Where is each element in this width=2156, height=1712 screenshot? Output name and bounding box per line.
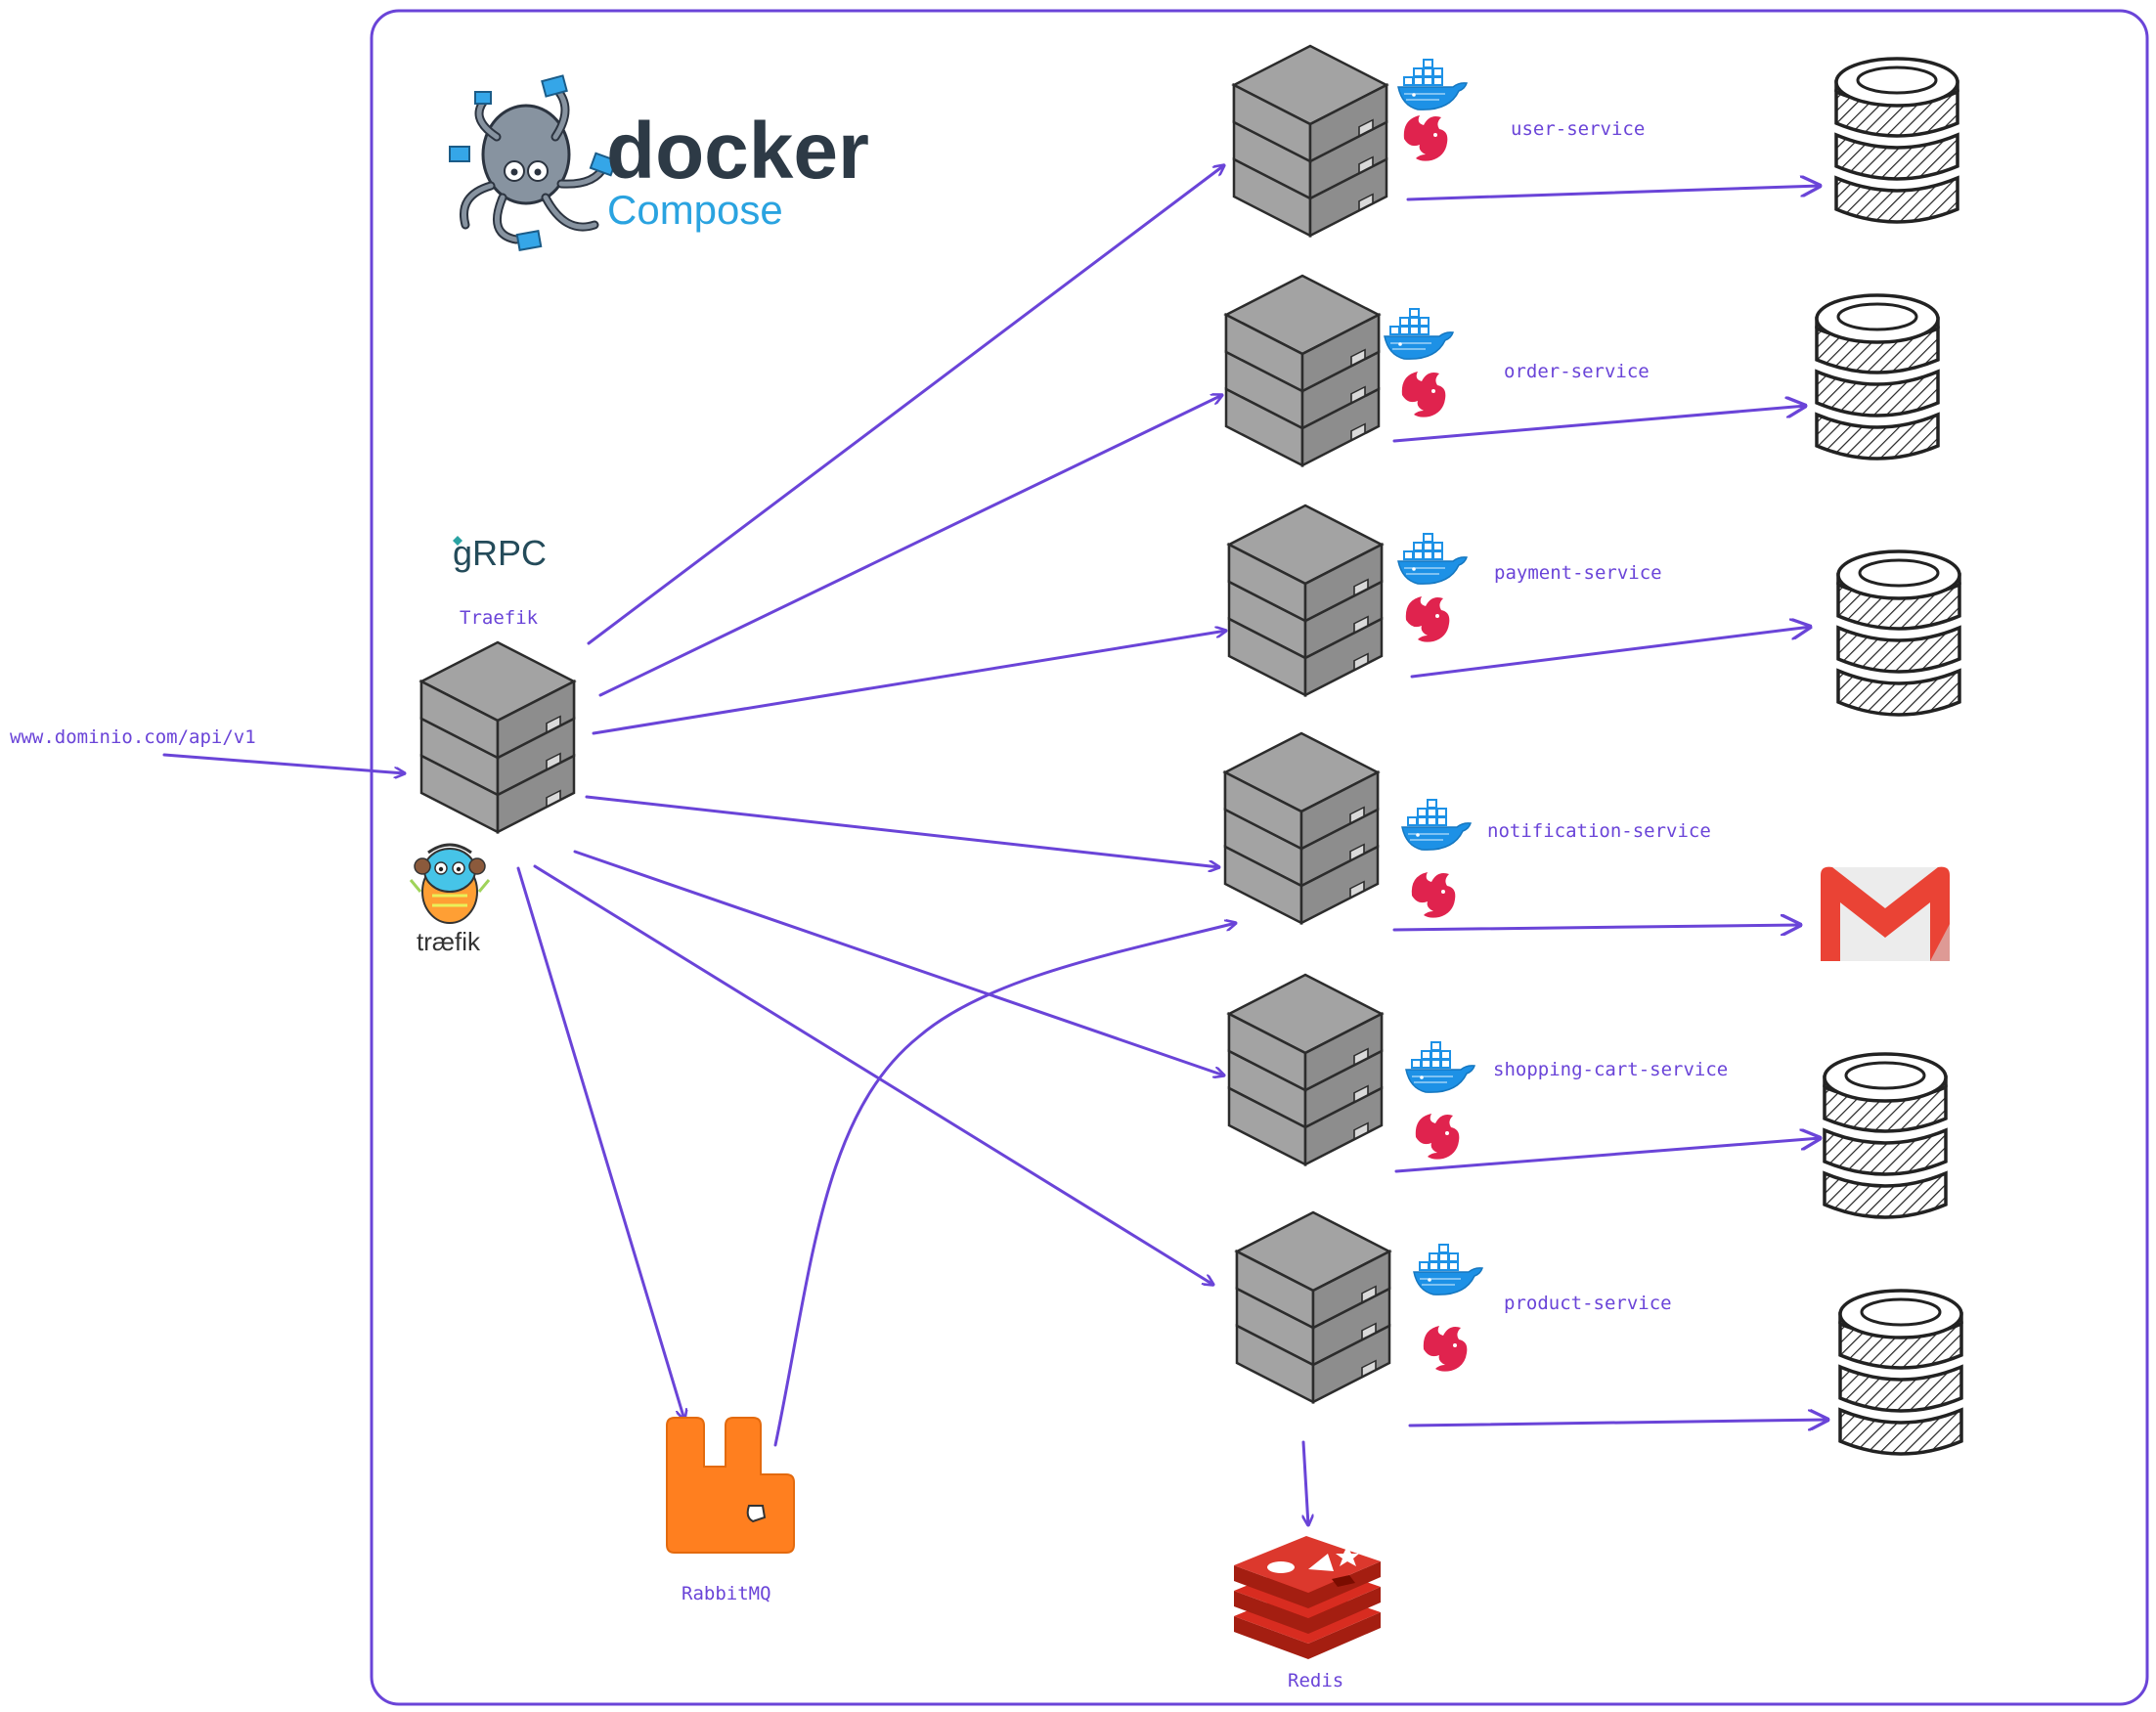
docker-icon	[1401, 799, 1472, 852]
nestjs-icon	[1403, 115, 1448, 161]
arrow-to-product-service	[533, 864, 1213, 1285]
database-icon	[1834, 57, 1959, 224]
arrow-to-gmail	[1392, 925, 1803, 930]
nestjs-icon	[1401, 372, 1446, 417]
grpc-wordmark: gRPC	[453, 533, 547, 573]
service-label: payment-service	[1494, 562, 1662, 584]
nestjs-icon	[1411, 872, 1456, 918]
arrow-rabbitmq-to-notification	[773, 923, 1236, 1447]
database-icon	[1836, 549, 1961, 717]
traefik-gopher-icon	[409, 843, 491, 924]
product-service-server	[1235, 1210, 1391, 1404]
entry-arrow	[162, 753, 407, 773]
service-label: notification-service	[1487, 820, 1711, 842]
nestjs-icon	[1415, 1114, 1460, 1160]
rabbitmq-icon	[666, 1417, 795, 1554]
docker-icon	[1384, 308, 1454, 361]
order-service-server	[1224, 274, 1381, 467]
service-notification: notification-service	[1223, 731, 1950, 961]
docker-wordmark: docker	[606, 107, 869, 196]
service-label: order-service	[1504, 361, 1650, 382]
service-product: product-service	[1235, 1210, 1963, 1456]
arrow-to-shopping-cart-service	[573, 850, 1224, 1075]
arrow-to-order-service	[598, 395, 1222, 697]
redis-label: Redis	[1288, 1670, 1343, 1691]
service-order: order-service	[1224, 274, 1940, 467]
user-service-server	[1232, 44, 1388, 238]
redis-icon	[1234, 1536, 1381, 1659]
arrow-to-database	[1408, 1420, 1830, 1426]
docker-icon	[1397, 533, 1468, 586]
arrow-to-notification-service	[585, 795, 1219, 867]
service-payment: payment-service	[1227, 504, 1961, 717]
arrow-to-database	[1406, 186, 1823, 201]
traefik-wordmark: træfik	[417, 927, 481, 956]
docker-icon	[1397, 59, 1468, 111]
arrow-to-user-service	[587, 165, 1224, 645]
gmail-icon	[1821, 866, 1950, 961]
docker-icon	[1405, 1041, 1475, 1094]
database-icon	[1815, 293, 1940, 461]
arrow-to-rabbitmq	[516, 866, 684, 1420]
database-icon	[1838, 1289, 1963, 1456]
arrow-to-database	[1410, 627, 1811, 679]
traefik-logo: træfik	[409, 843, 491, 956]
service-user: user-service	[1232, 44, 1959, 238]
arrow-product-to-redis	[1303, 1440, 1308, 1527]
traefik-gateway-server	[419, 640, 576, 834]
arrow-to-payment-service	[592, 631, 1226, 735]
octopus-icon	[449, 74, 618, 251]
payment-service-server	[1227, 504, 1384, 697]
gateway-connections	[516, 165, 1236, 1447]
redis-node: Redis	[1234, 1536, 1381, 1691]
rabbitmq-node: RabbitMQ	[666, 1417, 795, 1604]
nestjs-icon	[1405, 596, 1450, 642]
docker-compose-boundary	[370, 9, 2149, 1706]
notification-service-server	[1223, 731, 1380, 925]
database-icon	[1823, 1052, 1948, 1219]
grpc-logo: gRPC	[453, 533, 547, 573]
docker-icon	[1413, 1244, 1483, 1296]
arrow-to-database	[1392, 406, 1806, 443]
compose-wordmark: Compose	[607, 187, 783, 233]
rabbitmq-label: RabbitMQ	[682, 1583, 771, 1604]
docker-compose-logo: docker Compose	[449, 74, 869, 251]
service-label: user-service	[1511, 118, 1645, 140]
entry-url-label: www.dominio.com/api/v1	[10, 726, 256, 748]
shopping-cart-service-server	[1227, 973, 1384, 1166]
arrow-to-database	[1394, 1138, 1821, 1173]
service-label: shopping-cart-service	[1493, 1059, 1728, 1080]
service-shopping-cart: shopping-cart-service	[1227, 973, 1948, 1219]
gateway-label: Traefik	[460, 607, 539, 629]
nestjs-icon	[1423, 1326, 1468, 1372]
service-label: product-service	[1504, 1293, 1672, 1314]
